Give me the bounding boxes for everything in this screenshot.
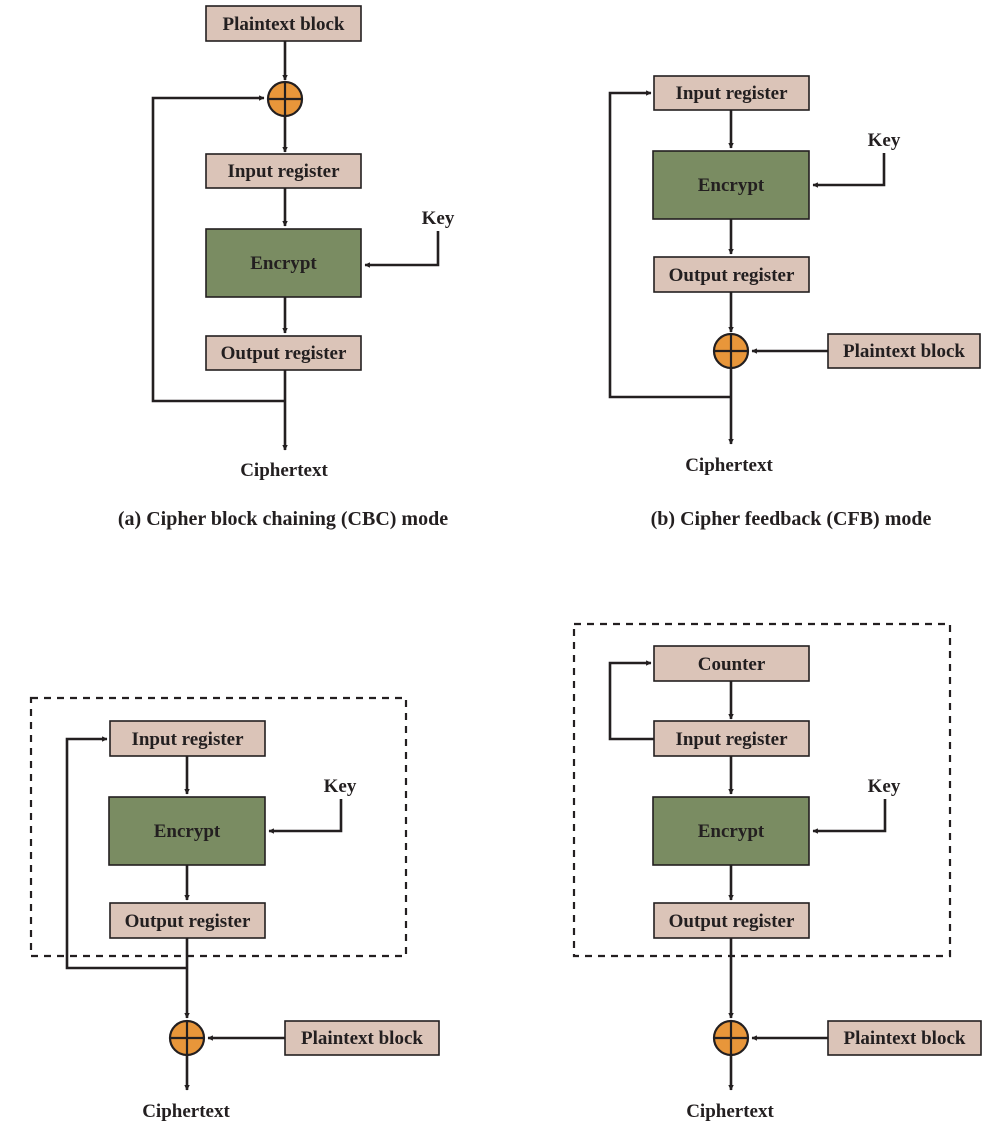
panel-d-ctr: Counter Input register Encrypt Key Outpu… [572, 622, 982, 1122]
output-register-box [205, 335, 362, 371]
output-register-label: Output register [125, 911, 251, 932]
plaintext-block-label: Plaintext block [223, 14, 345, 35]
arrow-key-to-encrypt [364, 231, 440, 268]
output-register-box [653, 256, 810, 293]
key-label: Key [868, 776, 901, 797]
xor-icon [168, 1019, 206, 1057]
input-register-label: Input register [227, 161, 340, 182]
plaintext-block-box [827, 333, 981, 369]
panel-a-cbc: Plaintext block Input register Encrypt K… [118, 5, 455, 530]
encrypt-box [108, 796, 266, 866]
input-register-label: Input register [131, 729, 244, 750]
output-register-box [109, 902, 266, 939]
arrow-key-to-encrypt [812, 799, 887, 834]
counter-label: Counter [698, 654, 766, 675]
plaintext-block-box [205, 5, 362, 42]
xor-icon [266, 80, 304, 118]
plaintext-block-box [827, 1020, 982, 1056]
input-register-label: Input register [675, 729, 788, 750]
output-register-label: Output register [221, 343, 347, 364]
panel-b-cfb: Input register Encrypt Key Output regist… [608, 75, 981, 530]
input-register-box [653, 75, 810, 111]
ciphertext-label: Ciphertext [686, 1101, 774, 1122]
plaintext-block-label: Plaintext block [844, 1028, 966, 1049]
counter-increment-loop [608, 660, 654, 741]
plaintext-block-label: Plaintext block [301, 1028, 423, 1049]
key-label: Key [422, 208, 455, 229]
encrypt-label: Encrypt [698, 821, 765, 842]
ciphertext-label: Ciphertext [685, 455, 773, 476]
feedback-loop [608, 90, 731, 399]
output-register-label: Output register [669, 911, 795, 932]
input-register-label: Input register [675, 83, 788, 104]
input-register-box [109, 720, 266, 757]
caption-cbc: (a) Cipher block chaining (CBC) mode [118, 508, 448, 530]
input-register-box [205, 153, 362, 189]
ciphertext-label: Ciphertext [142, 1101, 230, 1122]
output-register-box [653, 902, 810, 939]
arrow-key-to-encrypt [268, 799, 343, 834]
dashed-boundary [29, 696, 408, 958]
key-label: Key [868, 130, 901, 151]
encrypt-label: Encrypt [698, 175, 765, 196]
plaintext-block-box [284, 1020, 440, 1056]
input-register-box [653, 720, 810, 757]
xor-icon [712, 332, 750, 370]
encrypt-label: Encrypt [154, 821, 221, 842]
key-label: Key [324, 776, 357, 797]
output-register-label: Output register [669, 265, 795, 286]
feedback-loop [151, 95, 285, 403]
feedback-loop [65, 736, 187, 970]
plaintext-block-label: Plaintext block [843, 341, 965, 362]
dashed-boundary [572, 622, 952, 958]
arrow-key-to-encrypt [812, 153, 886, 188]
encrypt-box [205, 228, 362, 298]
ciphertext-label: Ciphertext [240, 460, 328, 481]
caption-cfb: (b) Cipher feedback (CFB) mode [651, 508, 932, 530]
panel-c-ofb: Input register Encrypt Key Output regist… [29, 696, 440, 1122]
encrypt-label: Encrypt [250, 253, 317, 274]
xor-icon [712, 1019, 750, 1057]
